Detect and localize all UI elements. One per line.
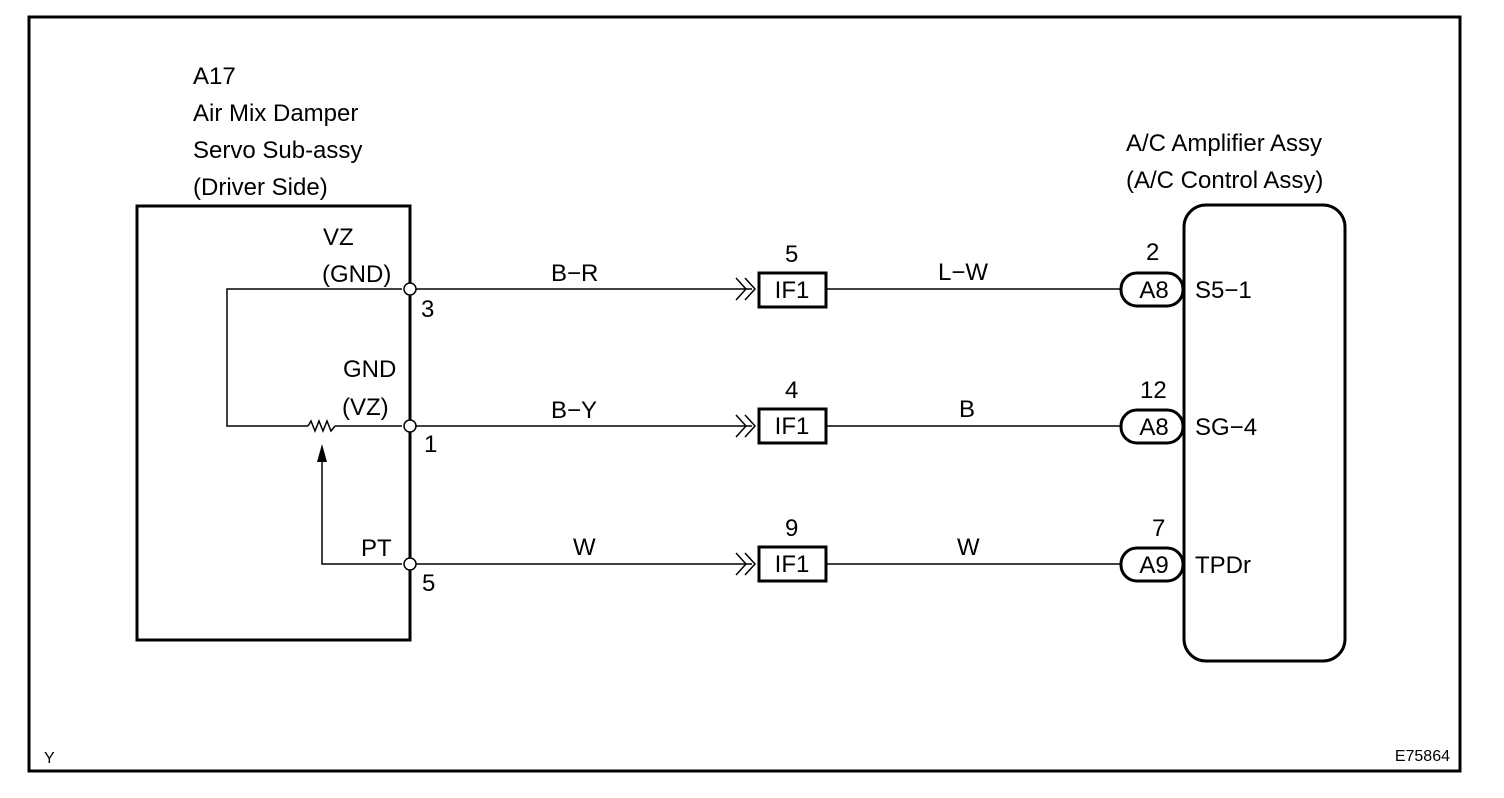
circuit-row-3: PT 5 W 9 IF1 W 7 A9 TPDr [361,515,1251,597]
junction-connector-label: IF1 [775,551,810,578]
left-component-name-line2: Servo Sub-assy [193,137,362,164]
wire-color-label: B−R [551,260,598,287]
junction-connector-box [757,271,828,309]
left-component-code: A17 [193,63,236,90]
left-pin-number: 1 [424,431,437,458]
terminal-name: S5−1 [1195,277,1252,304]
terminal-name: TPDr [1195,552,1251,579]
resistor-icon [307,418,336,434]
junction-pin-number: 5 [785,241,798,268]
right-component-title: A/C Amplifier Assy (A/C Control Assy) [1126,130,1323,194]
right-pin-number: 7 [1152,515,1165,542]
corner-code-left: Y [44,750,55,767]
connector-chevron-icon [735,277,748,301]
right-pin-number: 2 [1146,239,1159,266]
circuit-row-2: GND (VZ) 1 B−Y 4 IF1 B 12 A8 SG−4 [342,356,1257,458]
connector-chevron-icon [744,414,757,438]
connector-code: A8 [1139,414,1168,441]
junction-pin-number: 9 [785,515,798,542]
connector-code: A9 [1139,552,1168,579]
diagram-frame [27,15,1462,773]
pin-label-vz: VZ [323,224,354,251]
left-component-name-line3: (Driver Side) [193,174,328,201]
connector-chevron-icon [735,552,748,576]
right-pin-number: 12 [1140,377,1167,404]
terminal-node [403,419,417,433]
terminal-node [403,282,417,296]
junction-pin-number: 4 [785,377,798,404]
figure-id: E75864 [1395,748,1450,765]
left-pin-number: 3 [421,296,434,323]
left-pin-number: 5 [422,570,435,597]
pin-label-gnd-alt: (GND) [322,261,391,288]
connector-chevron-icon [744,277,757,301]
wire-color-label: B [959,396,975,423]
right-component-name-line2: (A/C Control Assy) [1126,167,1323,194]
connector-code: A8 [1139,277,1168,304]
pin-label-pt: PT [361,535,392,562]
junction-connector-label: IF1 [775,413,810,440]
wire-color-label: W [957,534,980,561]
pin-label-gnd: GND [343,356,396,383]
right-component-name-line1: A/C Amplifier Assy [1126,130,1322,157]
wiper-arrow-icon [317,444,327,462]
connector-chevron-icon [735,414,748,438]
pin-label-vz-alt: (VZ) [342,394,389,421]
amplifier-component-box [1182,203,1347,663]
left-component-name-line1: Air Mix Damper [193,100,358,127]
wire-color-label: W [573,534,596,561]
circuit-row-1: VZ (GND) 3 B−R 5 IF1 L−W 2 A8 S5−1 [322,224,1252,323]
junction-connector-label: IF1 [775,277,810,304]
wire-color-label: B−Y [551,397,597,424]
terminal-node [403,557,417,571]
potentiometer-circuit [226,288,402,565]
left-component-title: A17 Air Mix Damper Servo Sub-assy (Drive… [193,63,362,201]
terminal-name: SG−4 [1195,414,1257,441]
connector-chevron-icon [744,552,757,576]
wire-color-label: L−W [938,259,988,286]
